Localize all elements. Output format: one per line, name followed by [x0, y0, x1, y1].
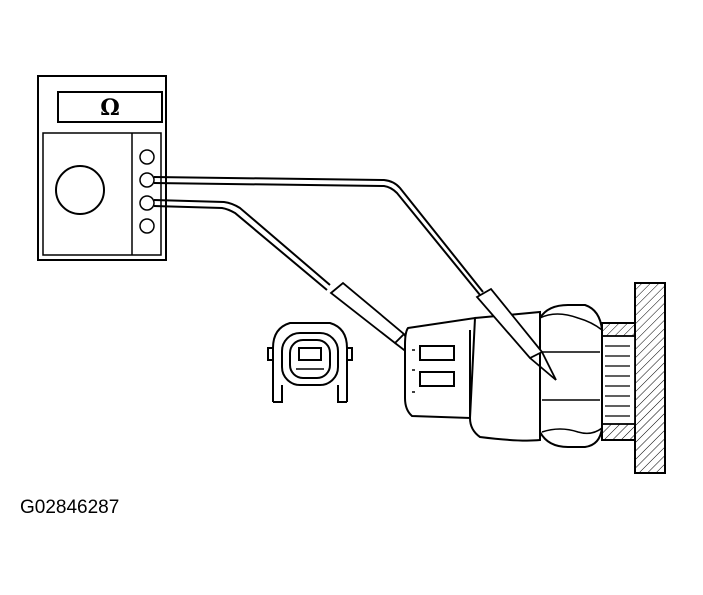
connector-terminal: [298, 347, 322, 361]
terminal-jack: [139, 172, 155, 188]
sensor-hex-nut: [539, 304, 603, 448]
selector-dial: [55, 165, 105, 215]
test-probe: [475, 287, 557, 381]
terminal-jack: [139, 195, 155, 211]
test-probe: [329, 281, 411, 354]
figure-id: G02846287: [20, 497, 120, 518]
test-leads: [153, 176, 484, 296]
connector-end-view: [267, 322, 353, 403]
ohm-symbol: Ω: [100, 95, 120, 121]
test-lead-wire: [153, 176, 484, 293]
ohmmeter-body: [37, 75, 167, 261]
ohmmeter-face: [42, 132, 162, 256]
test-lead-wire: [153, 182, 481, 296]
ohmmeter-display: [57, 91, 163, 123]
sensor-threads: [597, 335, 636, 425]
ohmmeter: Ω: [37, 75, 167, 261]
terminal-jack: [139, 149, 155, 165]
test-lead-wire: [153, 199, 331, 286]
terminal-jack: [139, 218, 155, 234]
test-lead-wire: [153, 205, 328, 291]
